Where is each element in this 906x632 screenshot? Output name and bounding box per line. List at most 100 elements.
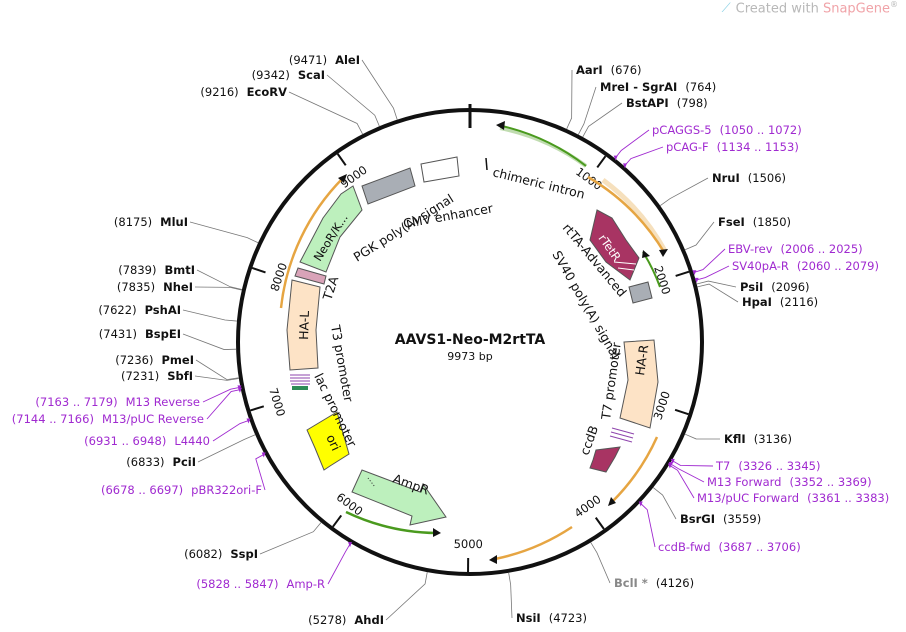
watermark-brand: SnapGene bbox=[822, 1, 890, 17]
primer-arrow-icon bbox=[622, 163, 627, 169]
primer-site: ccdB-fwd(3687 .. 3706) bbox=[658, 540, 801, 554]
site-leader-line bbox=[288, 91, 363, 135]
primer-arrow-icon bbox=[261, 452, 266, 458]
restriction-site: FseI(1850) bbox=[718, 215, 791, 229]
site-leader-line bbox=[684, 433, 721, 440]
watermark-mark: ® bbox=[890, 0, 898, 9]
primer-site: pCAGGS-5(1050 .. 1072) bbox=[652, 123, 802, 137]
orf-arrow-2-head bbox=[608, 497, 616, 506]
site-leader-line bbox=[182, 333, 237, 350]
site-leader-line bbox=[194, 375, 239, 381]
t2a-box bbox=[294, 267, 327, 285]
primer-leader-line bbox=[615, 129, 650, 158]
orf-arrow-4 bbox=[279, 177, 344, 309]
watermark-prefix: Created with bbox=[735, 1, 823, 17]
primer-leader-line bbox=[212, 420, 249, 442]
tick-mark bbox=[336, 153, 347, 166]
restriction-site: (9342)ScaI bbox=[252, 68, 325, 82]
rtetr-arrow bbox=[589, 209, 640, 281]
primer-arrow-icon bbox=[667, 463, 672, 469]
restriction-site: (7835)NheI bbox=[117, 280, 193, 294]
site-leader-line bbox=[182, 309, 237, 322]
ampr-arrow bbox=[351, 469, 447, 526]
rtetr-hatch bbox=[613, 261, 637, 271]
plasmid-size: 9973 bp bbox=[447, 350, 492, 363]
restriction-site: (9216)EcoRV bbox=[200, 85, 287, 99]
primer-site: (5828 .. 5847)Amp-R bbox=[196, 577, 325, 591]
primer-arrow-icon bbox=[246, 418, 251, 424]
tick-label: 7000 bbox=[266, 386, 288, 418]
primer-leader-line bbox=[694, 248, 726, 273]
primer-leader-line bbox=[624, 146, 664, 166]
feature-shapes bbox=[286, 156, 659, 526]
ccdb-arrow bbox=[589, 446, 621, 473]
restriction-site: BsrGI(3559) bbox=[680, 512, 761, 526]
primer-site: (7144 .. 7166)M13/pUC Reverse bbox=[12, 412, 204, 426]
tick-mark bbox=[596, 155, 607, 169]
restriction-site: BclI *(4126) bbox=[614, 576, 694, 590]
primer-site: (6678 .. 6697)pBR322ori-F bbox=[101, 483, 262, 497]
green-arrow-2-head bbox=[642, 250, 650, 258]
site-leader-line bbox=[189, 221, 259, 244]
primer-arrow-icon bbox=[692, 270, 697, 276]
restriction-site: (6833)PciI bbox=[126, 455, 196, 469]
promoter-markers bbox=[290, 374, 310, 390]
feature-t7-promoter: T7 promoter bbox=[598, 341, 624, 422]
primer-site: T7(3326 .. 3345) bbox=[715, 459, 820, 473]
primer-arrow-icon bbox=[348, 542, 353, 548]
green-arrow-3-head bbox=[433, 528, 441, 537]
tick-label: 4000 bbox=[572, 492, 604, 520]
tick-mark bbox=[675, 270, 690, 277]
primer-arrow-icon bbox=[670, 458, 675, 464]
sv40-polya-box bbox=[628, 281, 653, 304]
restriction-site: (8175)MluI bbox=[114, 215, 188, 229]
site-leader-line bbox=[385, 571, 428, 621]
primer-arrow-icon bbox=[638, 501, 643, 507]
site-leader-line bbox=[652, 487, 677, 520]
inner-arrows bbox=[279, 121, 668, 564]
restriction-site: (9471)AleI bbox=[289, 53, 360, 67]
ori-arrow bbox=[306, 411, 350, 471]
tick-mark bbox=[250, 405, 265, 412]
snapgene-logo-icon: ⟋ bbox=[721, 1, 731, 17]
primer-site: pCAG-F(1134 .. 1153) bbox=[666, 140, 799, 154]
watermark: ⟋Created with SnapGene® bbox=[722, 0, 898, 16]
orf-arrow-3 bbox=[494, 525, 573, 561]
green-arrow-3 bbox=[345, 510, 437, 535]
site-leader-line bbox=[361, 59, 398, 120]
feature-pgk-polya: PGK poly(A) signal bbox=[351, 191, 457, 265]
primer-leader-line bbox=[672, 460, 714, 467]
neor-arrow bbox=[299, 185, 363, 273]
orf-arrow-2 bbox=[611, 436, 659, 503]
tick-mark bbox=[674, 408, 689, 416]
site-leader-line bbox=[326, 74, 380, 127]
primer-site: (7163 .. 7179)M13 Reverse bbox=[35, 395, 200, 409]
restriction-site: (6082)SspI bbox=[184, 547, 258, 561]
site-leader-line bbox=[508, 572, 513, 619]
site-leader-line bbox=[577, 86, 597, 135]
restriction-site: NsiI(4723) bbox=[516, 611, 587, 625]
site-leader-line bbox=[697, 283, 739, 303]
primer-site: M13/pUC Forward(3361 .. 3383) bbox=[697, 491, 889, 505]
tick-label: 5000 bbox=[454, 537, 483, 551]
primer-site: SV40pA-R(2060 .. 2079) bbox=[732, 259, 879, 273]
restriction-site: (5278)AhdI bbox=[308, 613, 384, 627]
green-arrow-1 bbox=[501, 125, 587, 167]
primer-arrow-icon bbox=[694, 277, 699, 283]
restriction-site: HpaI(2116) bbox=[742, 295, 818, 309]
primer-site: EBV-rev(2006 .. 2025) bbox=[728, 242, 863, 256]
tick-mark bbox=[332, 514, 343, 528]
restriction-site: PsiI(2096) bbox=[740, 280, 810, 294]
site-leader-line bbox=[197, 434, 256, 463]
t7-markers bbox=[609, 427, 635, 443]
site-leader-line bbox=[566, 69, 573, 130]
primer-leader-line bbox=[670, 463, 705, 483]
primer-leader-line bbox=[696, 265, 730, 281]
primer-leader-line bbox=[327, 543, 351, 585]
pgk-polya-box bbox=[361, 167, 416, 205]
feature-ha-l: HA-L bbox=[296, 310, 312, 340]
green-arrow-1-head bbox=[496, 121, 505, 130]
site-leader-line bbox=[259, 522, 322, 555]
cmv-enhancer-box bbox=[420, 156, 460, 183]
restriction-site: NruI(1506) bbox=[712, 171, 786, 185]
